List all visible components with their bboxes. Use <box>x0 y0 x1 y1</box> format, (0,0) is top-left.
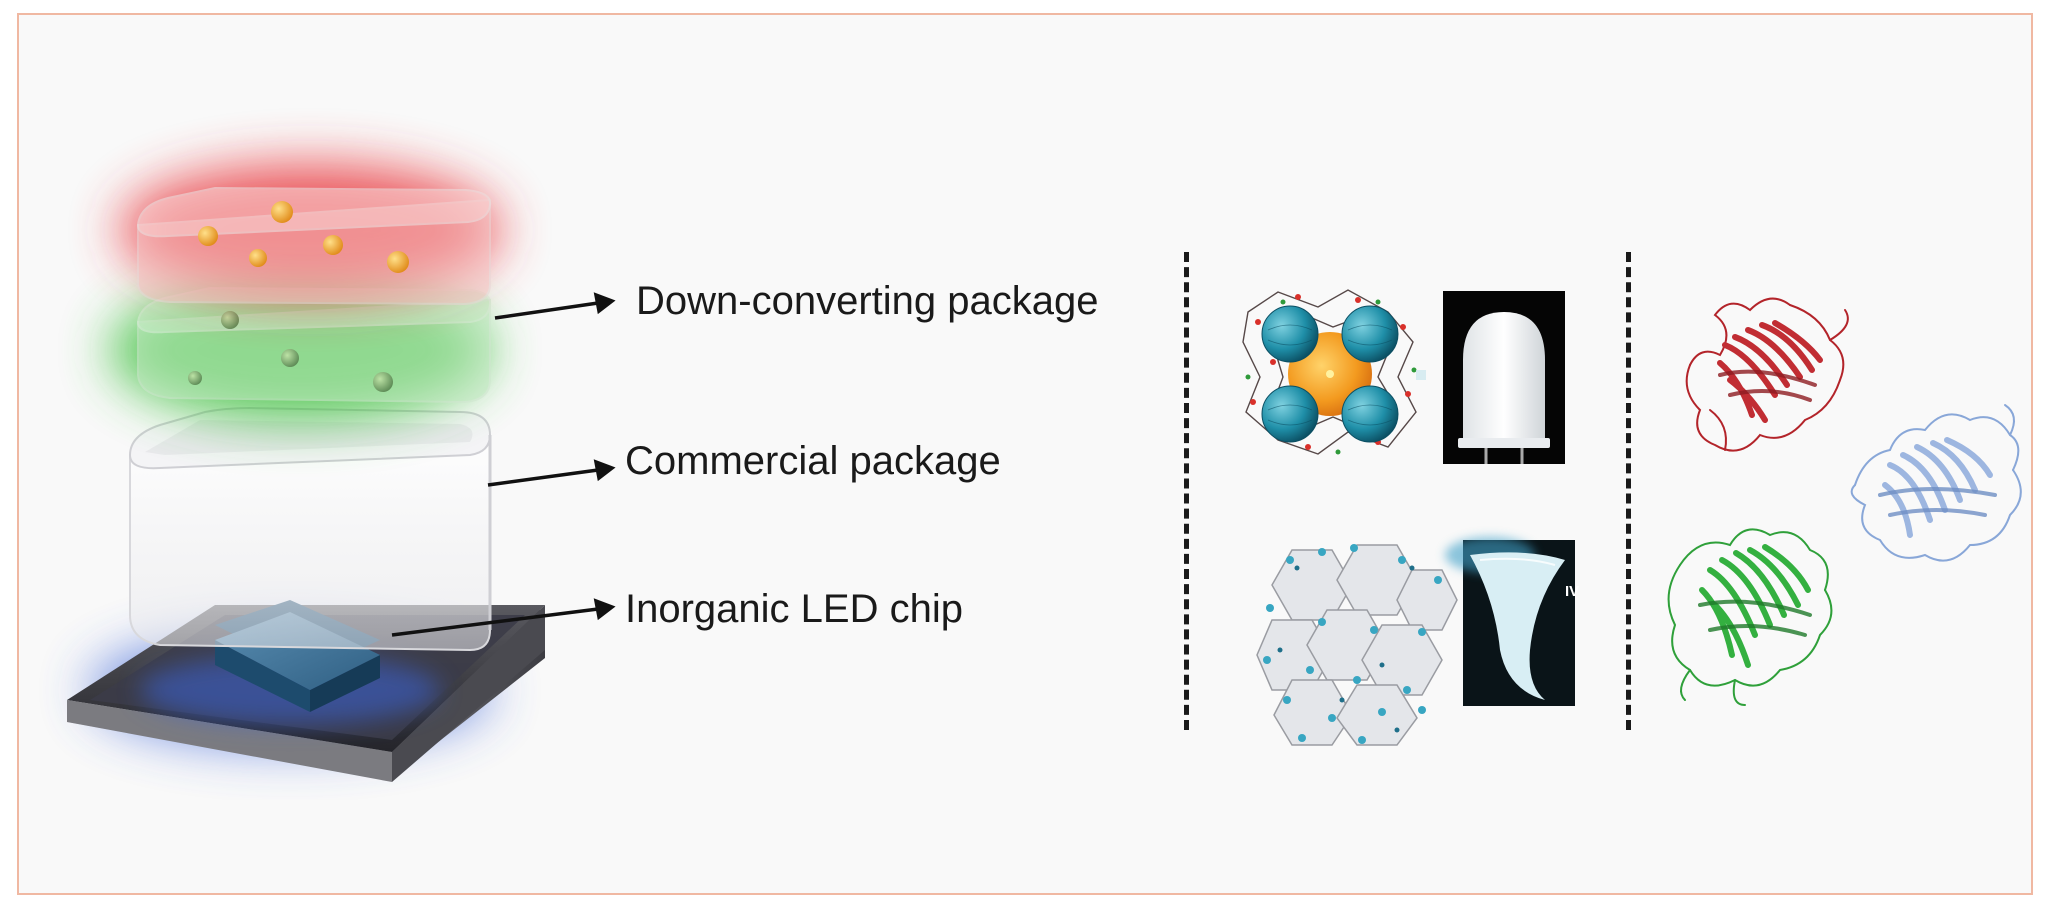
label-arrows <box>391 292 616 637</box>
label-inorganic-led-chip: Inorganic LED chip <box>625 587 963 631</box>
green-fluorescent-protein <box>1667 528 1833 706</box>
divider-left <box>1184 252 1189 730</box>
mof-framework-image <box>1242 289 1426 455</box>
led-stack-illustration <box>67 165 545 782</box>
arrow-commercial <box>487 468 599 487</box>
flexible-film-photo <box>1445 537 1575 706</box>
arrow-down-converting <box>494 301 599 320</box>
arrow-led-chip <box>391 607 599 637</box>
label-down-converting-package: Down-converting package <box>636 279 1099 323</box>
red-phosphor-layer <box>120 165 500 306</box>
red-fluorescent-protein <box>1685 297 1849 452</box>
commercial-package <box>128 406 492 652</box>
white-led-photo <box>1443 291 1565 464</box>
panel-tag: IV <box>1565 583 1579 600</box>
hexagonal-framework-image <box>1256 544 1458 746</box>
label-commercial-package: Commercial package <box>625 439 1001 483</box>
blue-fluorescent-protein <box>1850 404 2022 562</box>
divider-right <box>1626 252 1631 730</box>
